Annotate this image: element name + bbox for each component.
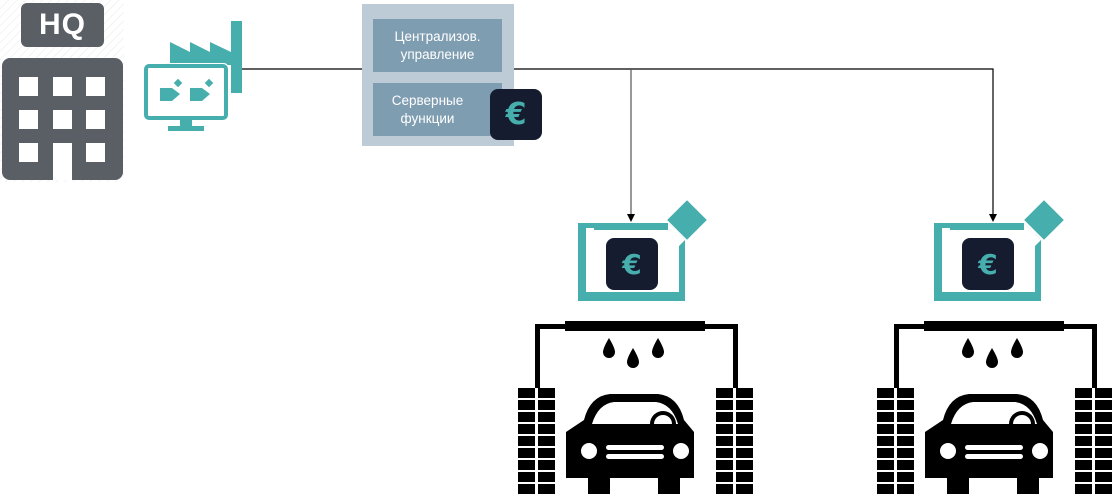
link-server-stations (514, 68, 994, 216)
euro-icon-station-1: € (606, 238, 658, 290)
arrow-head-station-1 (627, 214, 635, 222)
server-panel: Централизов. управление Серверные функци… (362, 4, 542, 146)
euro-icon-station-2: € (962, 238, 1014, 290)
euro-icon: € (490, 89, 542, 140)
hq-label: HQ (39, 8, 86, 41)
module-server-functions-label: Серверные функции (391, 92, 464, 126)
module-server-functions: Серверные функции (373, 83, 502, 136)
arrow-head-station-2 (989, 214, 997, 222)
module-centralized-management: Централизов. управление (373, 19, 502, 72)
